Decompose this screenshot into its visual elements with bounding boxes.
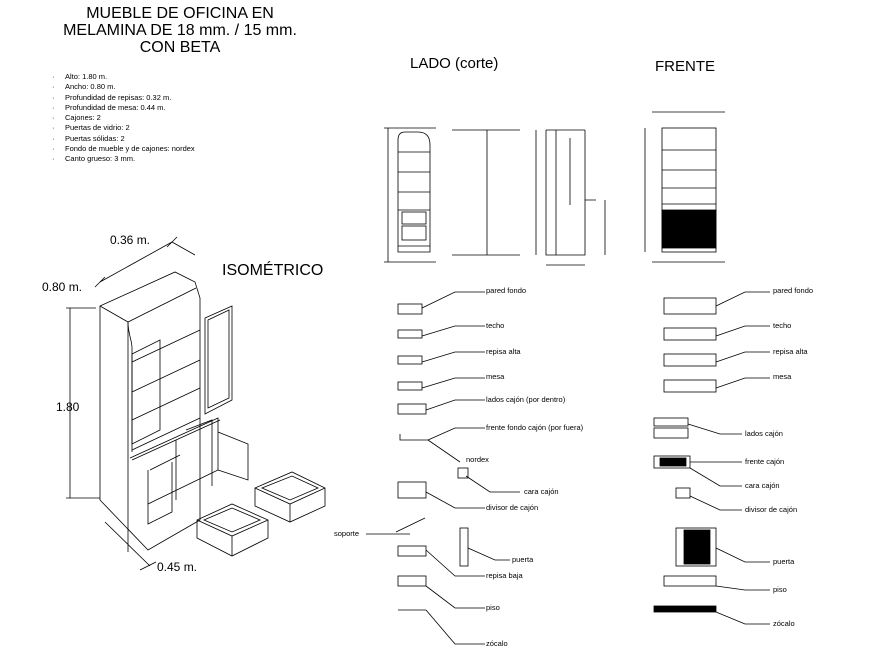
lado-label-repisa-alta: repisa alta xyxy=(486,347,521,356)
spec-item: Alto: 1.80 m. xyxy=(52,72,195,83)
isometric-view-title: ISOMÉTRICO xyxy=(222,262,324,279)
lado-label-soporte: soporte xyxy=(334,529,360,538)
spec-item: Puertas de vidrio: 2 xyxy=(52,123,195,134)
dimension-depth-bottom: 0.45 m. xyxy=(157,560,198,574)
frente-label-zocalo: zócalo xyxy=(773,619,795,628)
frente-label-frente-cajon: frente cajón xyxy=(745,457,785,466)
spec-list: Alto: 1.80 m. Ancho: 0.80 m. Profundidad… xyxy=(52,72,195,165)
lado-section-view xyxy=(384,127,606,266)
spec-item: Profundidad de repisas: 0.32 m. xyxy=(52,93,195,104)
frente-label-puerta: puerta xyxy=(773,557,795,566)
lado-label-techo: techo xyxy=(486,321,505,330)
lado-label-pared-fondo: pared fondo xyxy=(486,286,527,295)
title-line-2: MELAMINA DE 18 mm. / 15 mm. xyxy=(63,22,297,39)
title-line-3: CON BETA xyxy=(139,39,221,56)
lado-parts xyxy=(366,291,520,645)
lado-label-repisa-baja: repisa baja xyxy=(486,571,523,580)
dimension-height: 1.80 xyxy=(56,400,80,414)
spec-item: Puertas sólidas: 2 xyxy=(52,134,195,145)
dimension-width: 0.80 m. xyxy=(42,280,83,294)
frente-label-lados-cajon: lados cajón xyxy=(745,429,783,438)
lado-label-lados-cajon: lados cajón (por dentro) xyxy=(486,395,566,404)
frente-label-mesa: mesa xyxy=(773,372,792,381)
lado-label-divisor-cajon: divisor de cajón xyxy=(486,503,539,512)
frente-label-divisor-cajon: divisor de cajón xyxy=(745,505,798,514)
lado-label-cara-cajon: cara cajón xyxy=(524,487,559,496)
title-line-1: MUEBLE DE OFICINA EN xyxy=(86,5,274,22)
isometric-cabinet xyxy=(66,236,326,571)
lado-label-puerta: puerta xyxy=(512,555,534,564)
dimension-depth-top: 0.36 m. xyxy=(110,233,151,247)
drawing-title: MUEBLE DE OFICINA EN MELAMINA DE 18 mm. … xyxy=(40,5,320,56)
frente-view-title: FRENTE xyxy=(655,58,715,75)
frente-label-piso: piso xyxy=(773,585,787,594)
spec-item: Profundidad de mesa: 0.44 m. xyxy=(52,103,195,114)
frente-elevation-view xyxy=(644,111,725,263)
lado-view-title: LADO (corte) xyxy=(410,55,499,72)
frente-label-repisa-alta: repisa alta xyxy=(773,347,808,356)
spec-item: Canto grueso: 3 mm. xyxy=(52,154,195,165)
lado-label-zocalo: zócalo xyxy=(486,639,508,648)
lado-label-piso: piso xyxy=(486,603,500,612)
frente-label-cara-cajon: cara cajón xyxy=(745,481,780,490)
spec-item: Cajones: 2 xyxy=(52,113,195,124)
lado-label-nordex: nordex xyxy=(466,455,489,464)
frente-label-techo: techo xyxy=(773,321,792,330)
frente-label-pared-fondo: pared fondo xyxy=(773,286,814,295)
frente-parts xyxy=(653,291,770,625)
spec-item: Fondo de mueble y de cajones: nordex xyxy=(52,144,195,155)
lado-label-mesa: mesa xyxy=(486,372,505,381)
spec-item: Ancho: 0.80 m. xyxy=(52,82,195,93)
lado-label-frente-fondo-cajon: frente fondo cajón (por fuera) xyxy=(486,423,584,432)
